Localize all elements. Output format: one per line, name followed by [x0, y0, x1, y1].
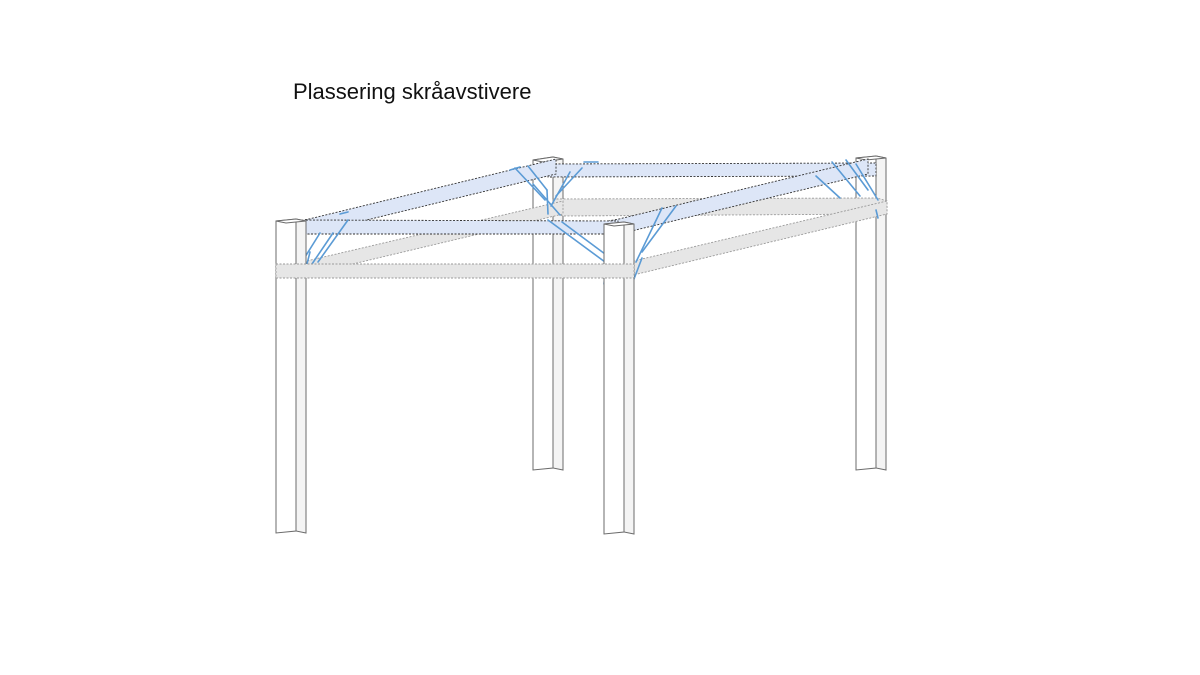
brace-back-left-4 — [555, 167, 583, 197]
post-back-right — [855, 155, 887, 471]
brace-back-right-1 — [831, 161, 861, 197]
brace-front-left-3 — [317, 219, 349, 263]
brace-top-connector-2 — [509, 166, 521, 171]
brace-front-right-4 — [641, 205, 677, 253]
brace-back-left-2 — [527, 165, 548, 191]
upper-beam-front — [305, 219, 619, 235]
brace-front-left-2 — [311, 232, 334, 265]
post-front-right — [603, 221, 635, 535]
brace-front-right-5 — [633, 257, 643, 280]
brace-back-right-4 — [855, 163, 879, 201]
brace-back-left-1 — [514, 167, 546, 201]
brace-back-right-5 — [875, 209, 879, 219]
brace-back-right-3 — [815, 175, 841, 199]
brace-back-left-3 — [550, 171, 571, 207]
brace-front-right-1 — [547, 219, 606, 263]
lower-beam-front — [275, 263, 635, 279]
upper-beam-left — [297, 158, 557, 235]
post-back-left — [532, 156, 564, 471]
brace-front-right-3 — [635, 207, 663, 263]
brace-front-right-2 — [561, 221, 606, 255]
brace-top-connector-3 — [339, 211, 349, 215]
post-front-left — [275, 218, 307, 534]
brace-back-left-5 — [546, 189, 549, 215]
brace-back-right-2 — [845, 159, 869, 191]
brace-back-left-6 — [532, 183, 561, 216]
slide-title: Plassering skråavstivere — [293, 79, 532, 104]
